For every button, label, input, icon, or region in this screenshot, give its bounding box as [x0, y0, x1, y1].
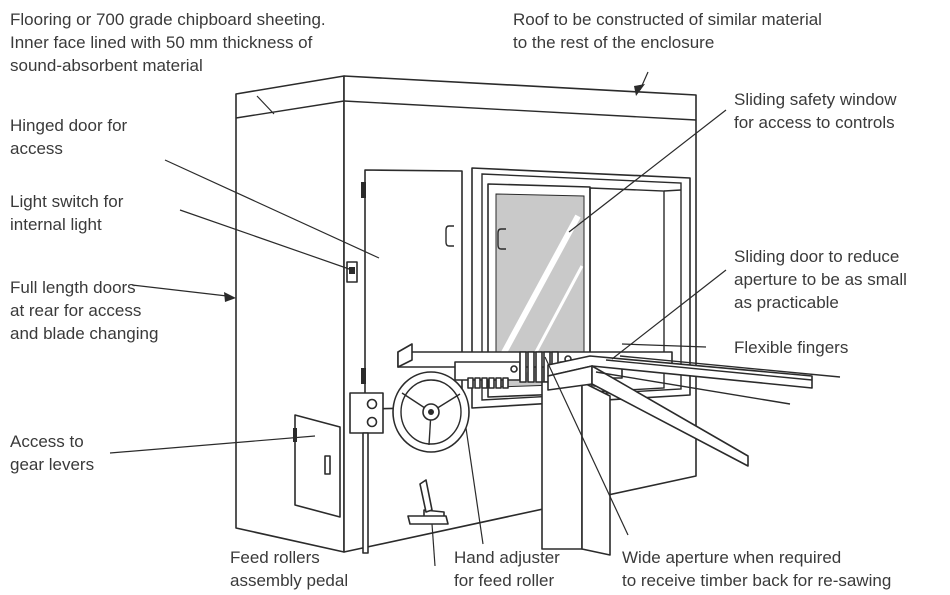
gear-access-door — [294, 414, 341, 518]
label-sliding-door-line-2: aperture to be as small — [734, 270, 907, 289]
label-full-length-doors-line-3: and blade changing — [10, 324, 159, 343]
control-button-top — [366, 398, 378, 410]
control-button-bottom — [366, 416, 378, 428]
table-rail-2 — [619, 355, 841, 378]
gear-door-hinge — [293, 428, 297, 442]
label-sliding-window: Sliding safety window for access to cont… — [734, 88, 897, 134]
label-flooring-line-3: sound-absorbent material — [10, 56, 203, 75]
label-hinged-door-line-2: access — [10, 139, 63, 158]
label-access-gear-line-2: gear levers — [10, 455, 95, 474]
label-sliding-door-line-3: as practicable — [734, 293, 839, 312]
window-fixed-pane — [589, 187, 665, 393]
leader-lines — [109, 71, 727, 567]
table-leg — [541, 381, 583, 550]
feed-pedal-arm — [419, 479, 433, 513]
label-feed-rollers: Feed rollers assembly pedal — [230, 546, 348, 592]
window-inner-frame — [481, 173, 682, 401]
hinged-door-handle-icon — [445, 225, 454, 247]
label-flooring-line-1: Flooring or 700 grade chipboard sheeting… — [10, 10, 326, 29]
label-hand-adjuster: Hand adjuster for feed roller — [454, 546, 560, 592]
label-hand-adjuster-line-1: Hand adjuster — [454, 548, 560, 567]
label-roof-line-2: to the rest of the enclosure — [513, 33, 715, 52]
label-full-length-doors-line-1: Full length doors — [10, 278, 136, 297]
label-access-gear: Access to gear levers — [10, 430, 94, 476]
label-full-length-doors-line-2: at rear for access — [10, 301, 142, 320]
table-leg-side — [581, 381, 611, 556]
label-feed-rollers-line-1: Feed rollers — [230, 548, 320, 567]
feed-pedal-plate — [407, 515, 449, 525]
label-flexible-fingers: Flexible fingers — [734, 336, 848, 359]
sliding-door-block — [397, 343, 413, 368]
label-hinged-door: Hinged door for access — [10, 114, 127, 160]
label-light-switch-line-2: internal light — [10, 215, 102, 234]
label-light-switch-line-1: Light switch for — [10, 192, 124, 211]
strip-bolt-left — [510, 365, 518, 373]
fingers-housing — [454, 361, 521, 381]
label-wide-aperture-line-1: Wide aperture when required — [622, 548, 842, 567]
label-roof: Roof to be constructed of similar materi… — [513, 8, 822, 54]
label-access-gear-line-1: Access to — [10, 432, 84, 451]
label-flexible-fingers-line-1: Flexible fingers — [734, 338, 849, 357]
side-panel-roof-line — [235, 100, 345, 119]
label-sliding-door: Sliding door to reduce aperture to be as… — [734, 245, 907, 314]
label-hinged-door-line-1: Hinged door for — [10, 116, 128, 135]
label-full-length-doors: Full length doors at rear for access and… — [10, 276, 158, 345]
hinge-bottom-icon — [361, 368, 366, 384]
label-roof-line-1: Roof to be constructed of similar materi… — [513, 10, 822, 29]
light-switch-toggle — [349, 267, 355, 274]
label-flooring: Flooring or 700 grade chipboard sheeting… — [10, 8, 326, 77]
label-sliding-door-line-1: Sliding door to reduce — [734, 247, 900, 266]
hinge-top-icon — [361, 182, 366, 198]
table-rail-1 — [605, 359, 813, 381]
window-handle-icon — [497, 228, 506, 250]
label-flooring-line-2: Inner face lined with 50 mm thickness of — [10, 33, 313, 52]
label-hand-adjuster-line-2: for feed roller — [454, 571, 555, 590]
label-light-switch: Light switch for internal light — [10, 190, 123, 236]
label-wide-aperture: Wide aperture when required to receive t… — [622, 546, 891, 592]
label-wide-aperture-line-2: to receive timber back for re-sawing — [622, 571, 892, 590]
control-box — [349, 392, 384, 434]
glass-glint-1 — [497, 214, 581, 362]
gear-door-latch-icon — [324, 455, 331, 475]
control-box-conduit — [362, 432, 369, 554]
hand-adjuster-wheel — [392, 371, 470, 453]
table-deck — [591, 365, 749, 467]
label-sliding-window-line-2: for access to controls — [734, 113, 895, 132]
label-feed-rollers-line-2: assembly pedal — [230, 571, 349, 590]
front-panel-roof-line — [343, 100, 697, 121]
label-sliding-window-line-1: Sliding safety window — [734, 90, 897, 109]
hinged-door — [364, 169, 463, 410]
window-pane-edge — [663, 189, 682, 192]
table-rail-3 — [595, 371, 791, 405]
